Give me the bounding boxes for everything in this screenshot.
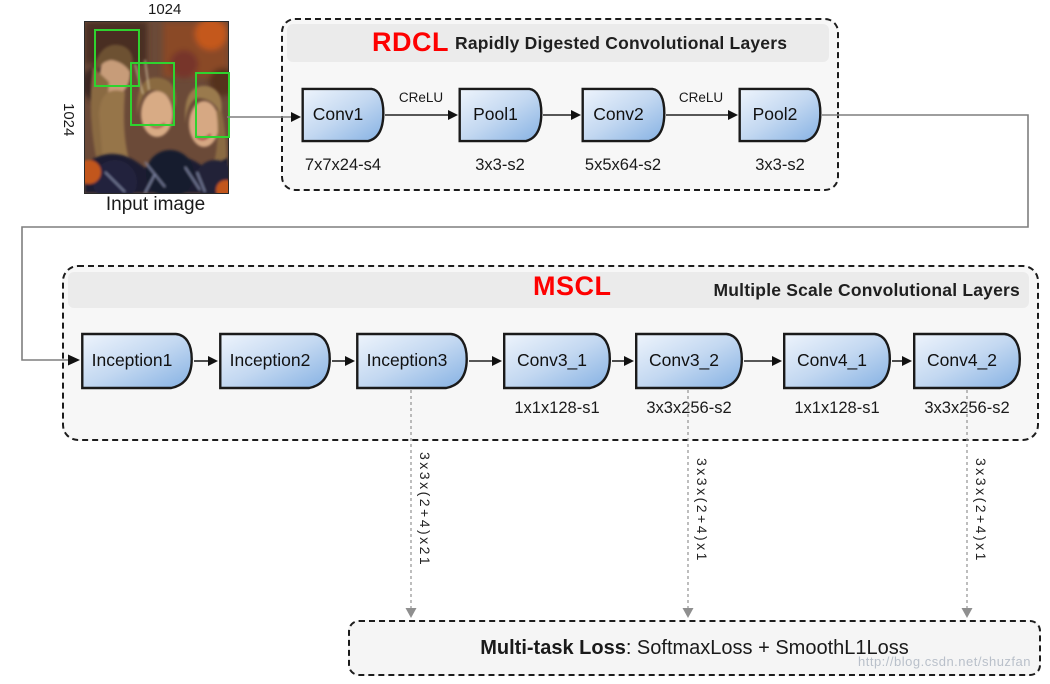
crelu-label: CReLU — [398, 90, 444, 105]
rdcl-block-pool2: Pool2 — [738, 87, 822, 143]
mscl-abbr: MSCL — [533, 271, 612, 301]
face-bounding-box — [94, 29, 140, 87]
conv1-kernel-label: 7x7x24-s4 — [304, 156, 382, 174]
block-label: Pool2 — [752, 103, 798, 124]
block-label: Conv3_1 — [516, 349, 588, 370]
mscl-block-conv4-2: Conv4_2 — [912, 332, 1022, 390]
rdcl-block-pool1: Pool1 — [458, 87, 543, 143]
mscl-block-conv3-1: Conv3_1 — [502, 332, 612, 390]
pool2-kernel-label: 3x3-s2 — [755, 156, 805, 174]
conv4-1-kernel-label: 1x1x128-s1 — [794, 399, 880, 417]
input-width-label: 1024 — [148, 1, 182, 18]
block-label: Conv4_1 — [796, 349, 868, 370]
block-label: Conv4_2 — [926, 349, 998, 370]
mscl-block-inception2: Inception2 — [218, 332, 332, 390]
pool1-kernel-label: 3x3-s2 — [475, 156, 525, 174]
mscl-block-conv3-2: Conv3_2 — [634, 332, 744, 390]
conv3-1-kernel-label: 1x1x128-s1 — [514, 399, 600, 417]
multitask-loss-box: Multi-task Loss: SoftmaxLoss + SmoothL1L… — [348, 620, 1041, 676]
anchor-output-label-inception3: 3x3x(2+4)x21 — [417, 452, 433, 568]
anchor-output-label-conv4-2: 3x3x(2+4)x1 — [973, 458, 989, 563]
rdcl-title: Rapidly Digested Convolutional Layers — [455, 33, 788, 53]
loss-title: Multi-task Loss — [480, 636, 626, 659]
input-height-label: 1024 — [60, 103, 77, 137]
rdcl-abbr: RDCL — [372, 27, 449, 57]
mscl-block-inception3: Inception3 — [355, 332, 469, 390]
conv2-kernel-label: 5x5x64-s2 — [584, 156, 662, 174]
rdcl-block-conv1: Conv1 — [301, 87, 385, 143]
face-bounding-box — [130, 62, 175, 126]
conv3-2-kernel-label: 3x3x256-s2 — [646, 399, 732, 417]
crelu-label: CReLU — [678, 90, 724, 105]
block-label: Conv1 — [312, 103, 364, 124]
block-label: Inception2 — [229, 349, 311, 370]
face-bounding-box — [195, 72, 230, 138]
block-label: Conv3_2 — [648, 349, 720, 370]
loss-detail: : SoftmaxLoss + SmoothL1Loss — [625, 636, 909, 659]
input-image-caption: Input image — [105, 194, 206, 215]
block-label: Conv2 — [593, 103, 644, 124]
mscl-block-conv4-1: Conv4_1 — [782, 332, 892, 390]
block-label: Inception1 — [91, 349, 173, 370]
block-label: Inception3 — [366, 349, 448, 370]
anchor-output-label-conv3-2: 3x3x(2+4)x1 — [694, 458, 710, 563]
block-label: Pool1 — [473, 103, 518, 124]
rdcl-header-strip — [287, 24, 829, 62]
mscl-title: Multiple Scale Convolutional Layers — [713, 280, 1020, 300]
rdcl-block-conv2: Conv2 — [581, 87, 666, 143]
conv4-2-kernel-label: 3x3x256-s2 — [924, 399, 1010, 417]
mscl-block-inception1: Inception1 — [80, 332, 194, 390]
watermark-url: http://blog.csdn.net/shuzfan — [858, 654, 1031, 669]
